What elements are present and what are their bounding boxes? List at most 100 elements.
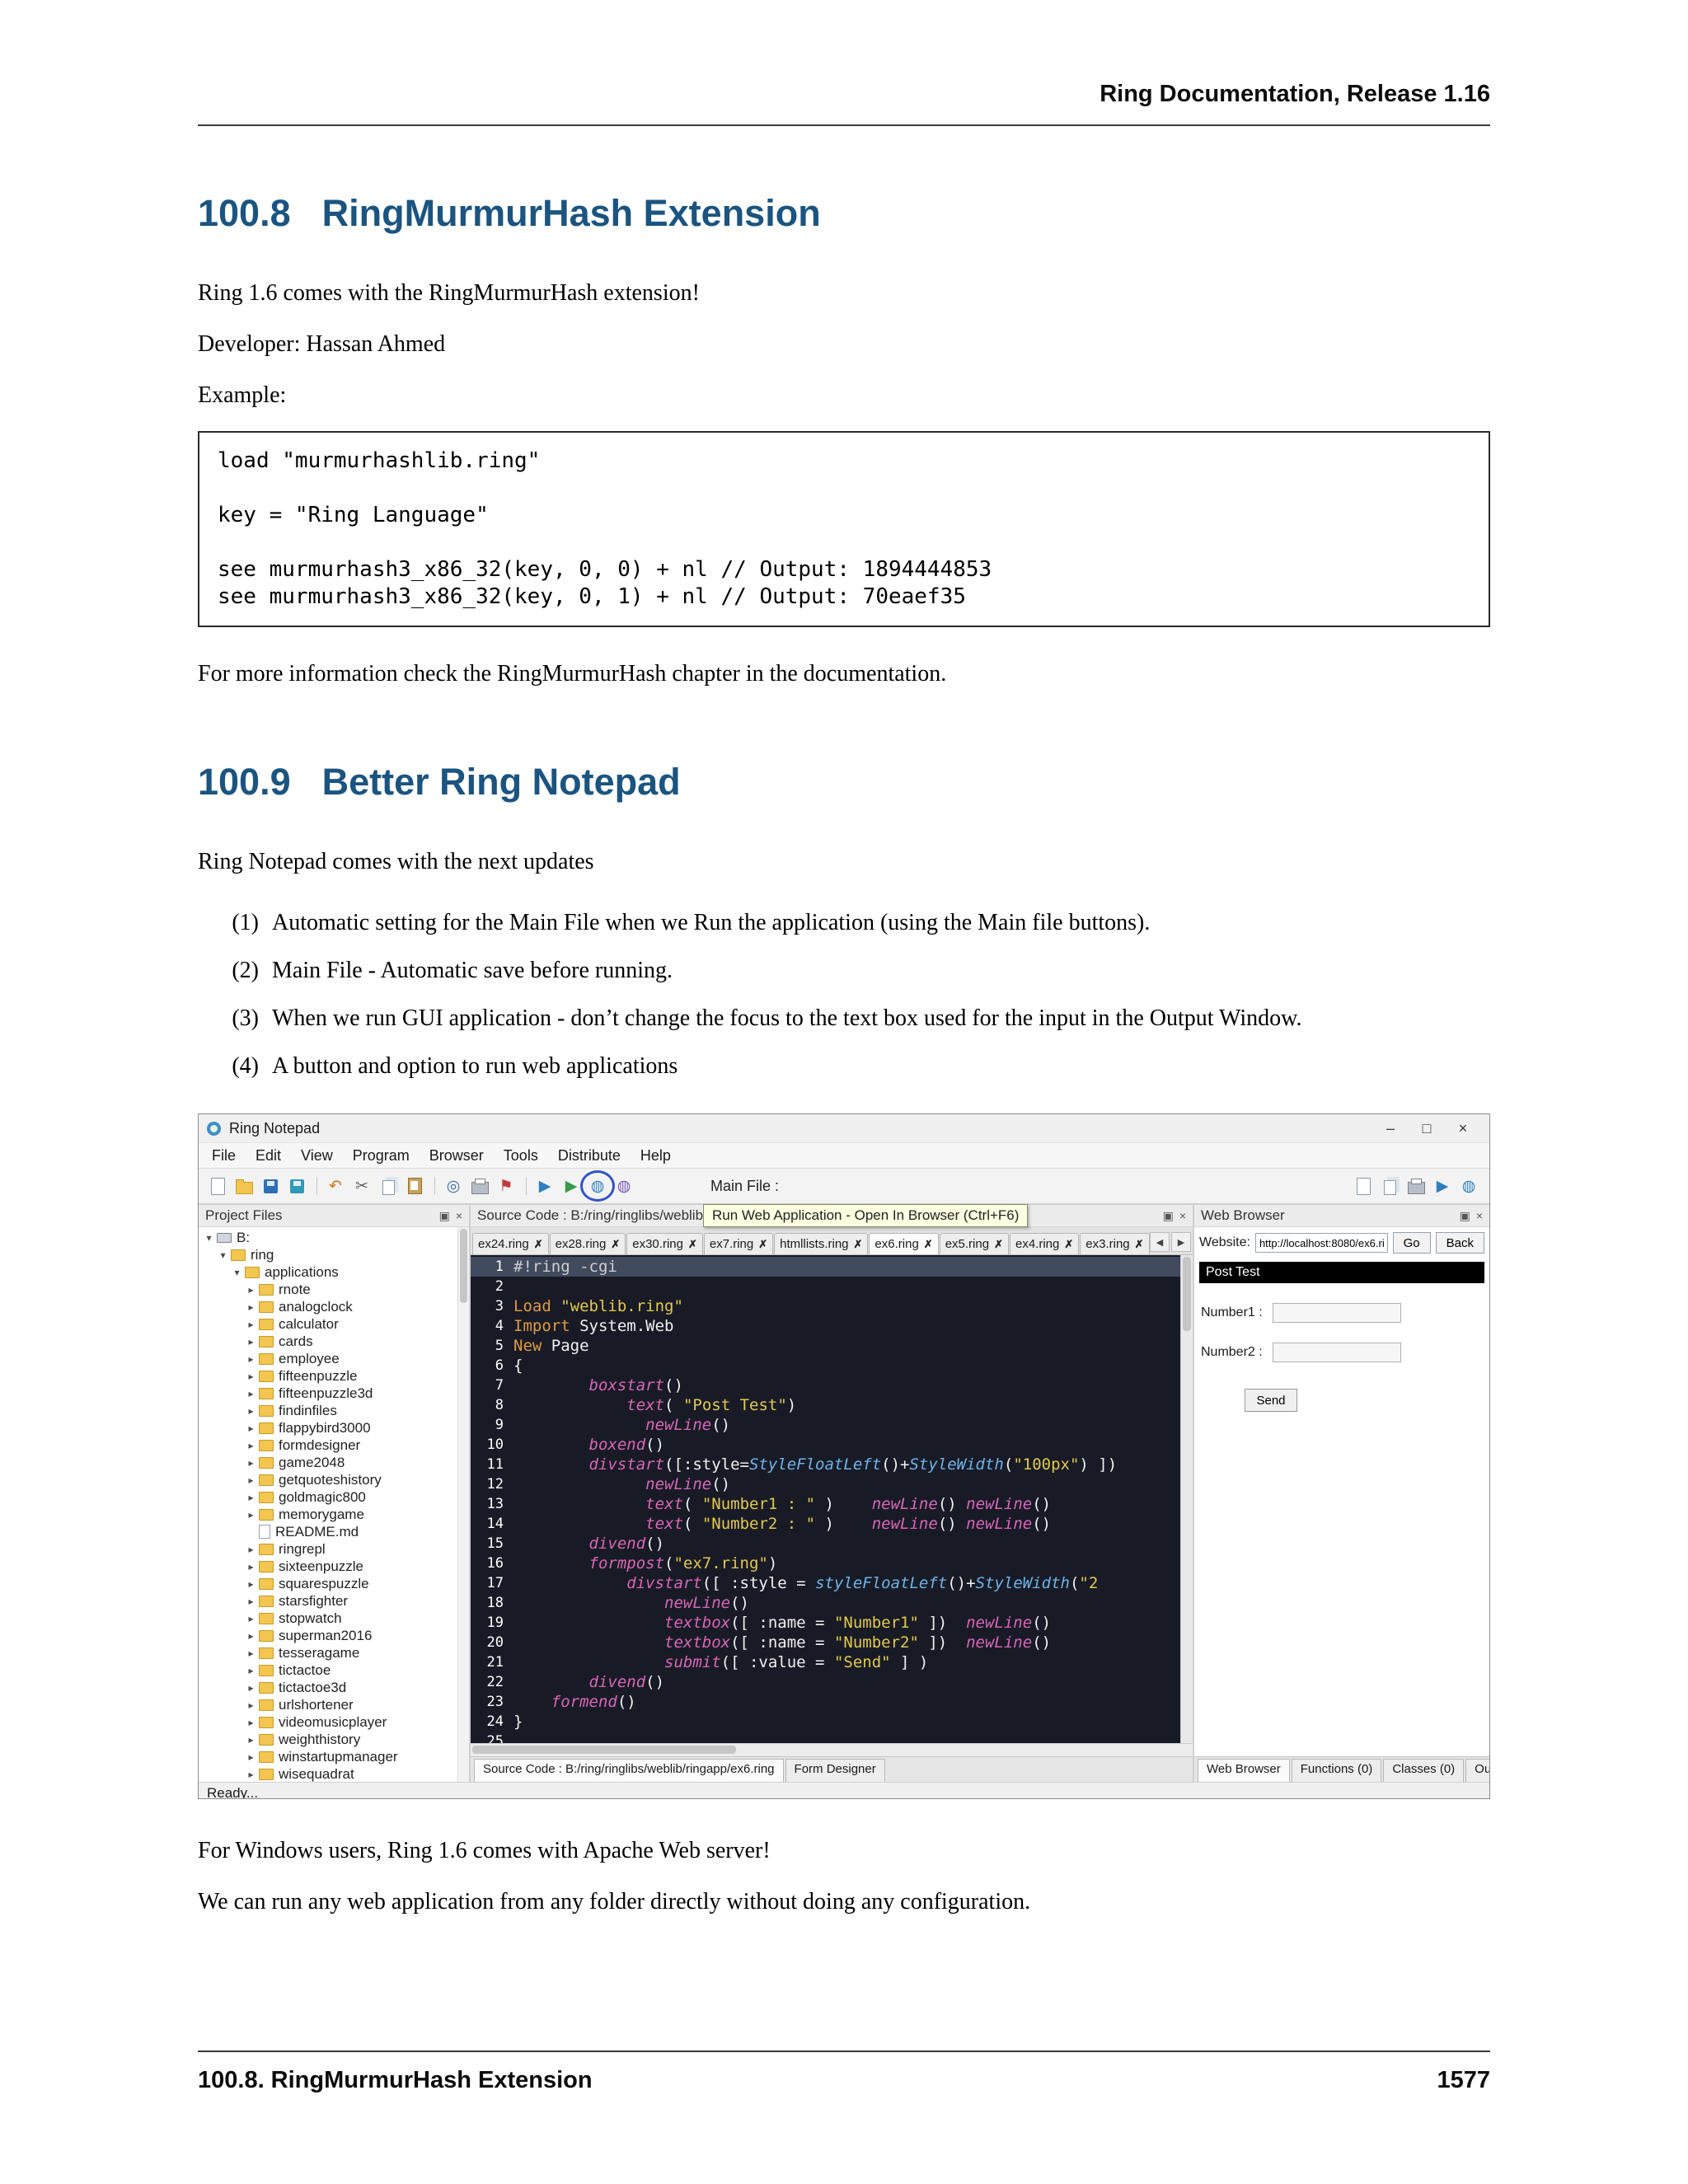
expand-icon[interactable]: ▸ (248, 1750, 254, 1763)
output-window-icon[interactable] (1404, 1174, 1428, 1198)
tab-close-icon[interactable]: ✗ (923, 1237, 933, 1250)
tab-close-icon[interactable]: ✗ (1134, 1237, 1144, 1250)
tab-close-icon[interactable]: ✗ (853, 1237, 863, 1250)
menu-view[interactable]: View (301, 1146, 333, 1164)
editor-hscrollbar[interactable] (471, 1743, 1193, 1756)
tree-item[interactable]: ▸winstartupmanager (199, 1748, 469, 1765)
editor-tab-ex24.ring[interactable]: ex24.ring✗ (472, 1233, 549, 1254)
maximize-button[interactable]: □ (1422, 1119, 1432, 1137)
editor-tab-ex3.ring[interactable]: ex3.ring✗ (1080, 1233, 1150, 1254)
form-designer-icon[interactable] (1377, 1174, 1402, 1198)
tree-item[interactable]: ▸stopwatch (199, 1610, 469, 1627)
expand-icon[interactable]: ▸ (248, 1352, 254, 1365)
expand-icon[interactable]: ▸ (248, 1387, 254, 1399)
expand-icon[interactable]: ▸ (248, 1335, 254, 1347)
expand-icon[interactable]: ▸ (248, 1491, 254, 1503)
expand-icon[interactable]: ▸ (248, 1318, 254, 1330)
collapse-icon[interactable]: ▾ (206, 1231, 212, 1244)
expand-icon[interactable]: ▸ (248, 1439, 254, 1451)
paste-icon[interactable] (402, 1174, 427, 1198)
collapse-icon[interactable]: ▾ (220, 1249, 226, 1261)
editor-vscrollbar[interactable] (1180, 1255, 1193, 1743)
save-icon[interactable] (258, 1174, 283, 1198)
project-files-icon[interactable] (1351, 1174, 1376, 1198)
send-button[interactable]: Send (1245, 1389, 1297, 1412)
scroll-thumb[interactable] (460, 1229, 467, 1303)
tab-close-icon[interactable]: ✗ (758, 1237, 768, 1250)
number1-input[interactable] (1272, 1303, 1401, 1323)
close-panel-icon[interactable]: × (1475, 1208, 1483, 1222)
expand-icon[interactable]: ▸ (248, 1664, 254, 1676)
tree-item[interactable]: ▸employee (199, 1350, 469, 1367)
tree-item[interactable]: ▸rnote (199, 1281, 469, 1298)
expand-icon[interactable]: ▸ (248, 1647, 254, 1659)
bottom-tab-1[interactable]: Functions (0) (1291, 1759, 1382, 1782)
tree-item[interactable]: ▸urlshortener (199, 1696, 469, 1713)
save-as-icon[interactable] (284, 1174, 309, 1198)
tree-item[interactable]: ▸ringrepl (199, 1540, 469, 1558)
tree-item[interactable]: ▸tictactoe3d (199, 1679, 469, 1696)
expand-icon[interactable]: ▸ (248, 1733, 254, 1746)
bottom-tab-0[interactable]: Web Browser (1198, 1759, 1290, 1782)
expand-icon[interactable]: ▸ (248, 1404, 254, 1417)
tree-item[interactable]: ▸calculator (199, 1315, 469, 1333)
float-panel-icon[interactable]: ▣ (438, 1208, 450, 1222)
undo-icon[interactable]: ↶ (329, 1177, 342, 1195)
close-button[interactable]: × (1458, 1119, 1468, 1137)
tree-item[interactable]: ▸flappybird3000 (199, 1419, 469, 1436)
collapse-icon[interactable]: ▾ (234, 1266, 240, 1278)
expand-icon[interactable]: ▸ (248, 1629, 254, 1642)
menu-help[interactable]: Help (640, 1146, 671, 1164)
menu-edit[interactable]: Edit (256, 1146, 282, 1164)
tree-item[interactable]: ▸cards (199, 1333, 469, 1350)
tree-item[interactable]: ▸fifteenpuzzle (199, 1367, 469, 1385)
tree-item[interactable]: ▸superman2016 (199, 1627, 469, 1644)
expand-icon[interactable]: ▸ (248, 1577, 254, 1590)
expand-icon[interactable]: ▸ (248, 1543, 254, 1555)
bottom-tab-2[interactable]: Classes (0) (1383, 1759, 1465, 1782)
tree-item[interactable]: ▸fifteenpuzzle3d (199, 1385, 469, 1402)
menu-browser[interactable]: Browser (429, 1146, 484, 1164)
expand-icon[interactable]: ▸ (248, 1699, 254, 1711)
menu-tools[interactable]: Tools (503, 1146, 538, 1164)
tree-item[interactable]: ▸goldmagic800 (199, 1488, 469, 1506)
cut-icon[interactable]: ✂ (355, 1177, 368, 1195)
browser-toolbar-icon[interactable]: ◍ (1461, 1177, 1476, 1195)
back-button[interactable]: Back (1435, 1232, 1484, 1254)
tree-item[interactable]: ▾applications (199, 1263, 469, 1281)
close-panel-icon[interactable]: × (455, 1208, 462, 1222)
bottom-tab-3[interactable]: Output (1465, 1759, 1489, 1782)
tree-item[interactable]: ▾B: (199, 1229, 469, 1246)
tree-item[interactable]: ▸videomusicplayer (199, 1713, 469, 1731)
go-button[interactable]: Go (1392, 1232, 1431, 1254)
copy-icon[interactable] (376, 1174, 401, 1198)
tree-item[interactable]: ▸tictactoe (199, 1661, 469, 1679)
minimize-button[interactable]: – (1386, 1119, 1395, 1137)
float-panel-icon[interactable]: ▣ (1162, 1208, 1174, 1222)
expand-icon[interactable]: ▸ (248, 1595, 254, 1607)
run-web-icon[interactable]: ◍ (580, 1170, 615, 1202)
print-icon[interactable] (467, 1174, 492, 1198)
tree-item[interactable]: ▸tesseragame (199, 1644, 469, 1661)
editor-tab-ex28.ring[interactable]: ex28.ring✗ (549, 1233, 626, 1254)
editor-tab-ex30.ring[interactable]: ex30.ring✗ (626, 1233, 703, 1254)
menu-file[interactable]: File (212, 1146, 237, 1164)
tree-item[interactable]: ▸formdesigner (199, 1436, 469, 1454)
expand-icon[interactable]: ▸ (248, 1508, 254, 1521)
number2-input[interactable] (1272, 1343, 1401, 1362)
tab-close-icon[interactable]: ✗ (1064, 1237, 1074, 1250)
tree-item[interactable]: ▸wisequadrat (199, 1765, 469, 1782)
menu-distribute[interactable]: Distribute (557, 1146, 621, 1164)
tree-item[interactable]: ▸analogclock (199, 1298, 469, 1315)
menu-program[interactable]: Program (352, 1146, 410, 1164)
tab-close-icon[interactable]: ✗ (687, 1237, 697, 1250)
tab-close-icon[interactable]: ✗ (611, 1237, 621, 1250)
tree-item[interactable]: ▸game2048 (199, 1454, 469, 1471)
find-icon[interactable]: ◎ (446, 1177, 461, 1195)
tree-item[interactable]: ▸starsfighter (199, 1592, 469, 1610)
tree-scrollbar[interactable] (457, 1227, 469, 1782)
titlebar[interactable]: Ring Notepad –□× (199, 1114, 1489, 1142)
expand-icon[interactable]: ▸ (248, 1474, 254, 1486)
run-icon[interactable]: ▶ (538, 1177, 551, 1195)
tree-item[interactable]: ▸findinfiles (199, 1402, 469, 1419)
